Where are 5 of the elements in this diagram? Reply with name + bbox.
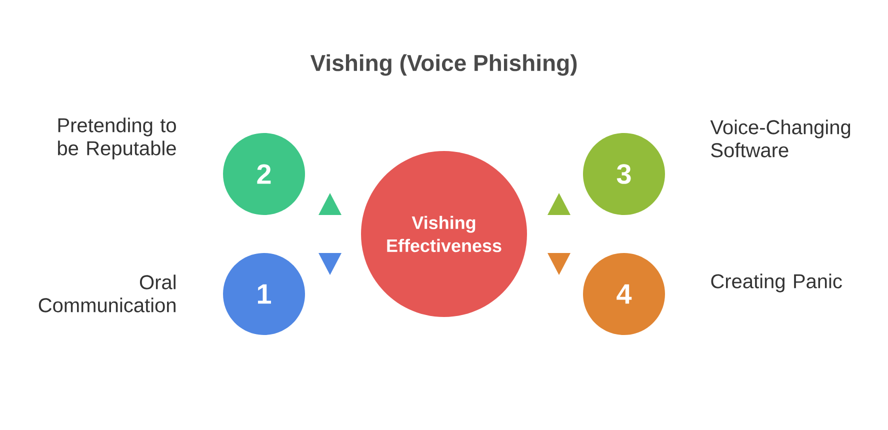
side-label: Voice-Changing Software xyxy=(710,120,850,158)
title: Vishing (Voice Phishing) xyxy=(310,54,577,76)
side-label: Creating Panic xyxy=(711,274,842,292)
side-label: Oral Communication xyxy=(38,274,176,312)
side-label: Pretending to be Reputable xyxy=(58,118,176,160)
